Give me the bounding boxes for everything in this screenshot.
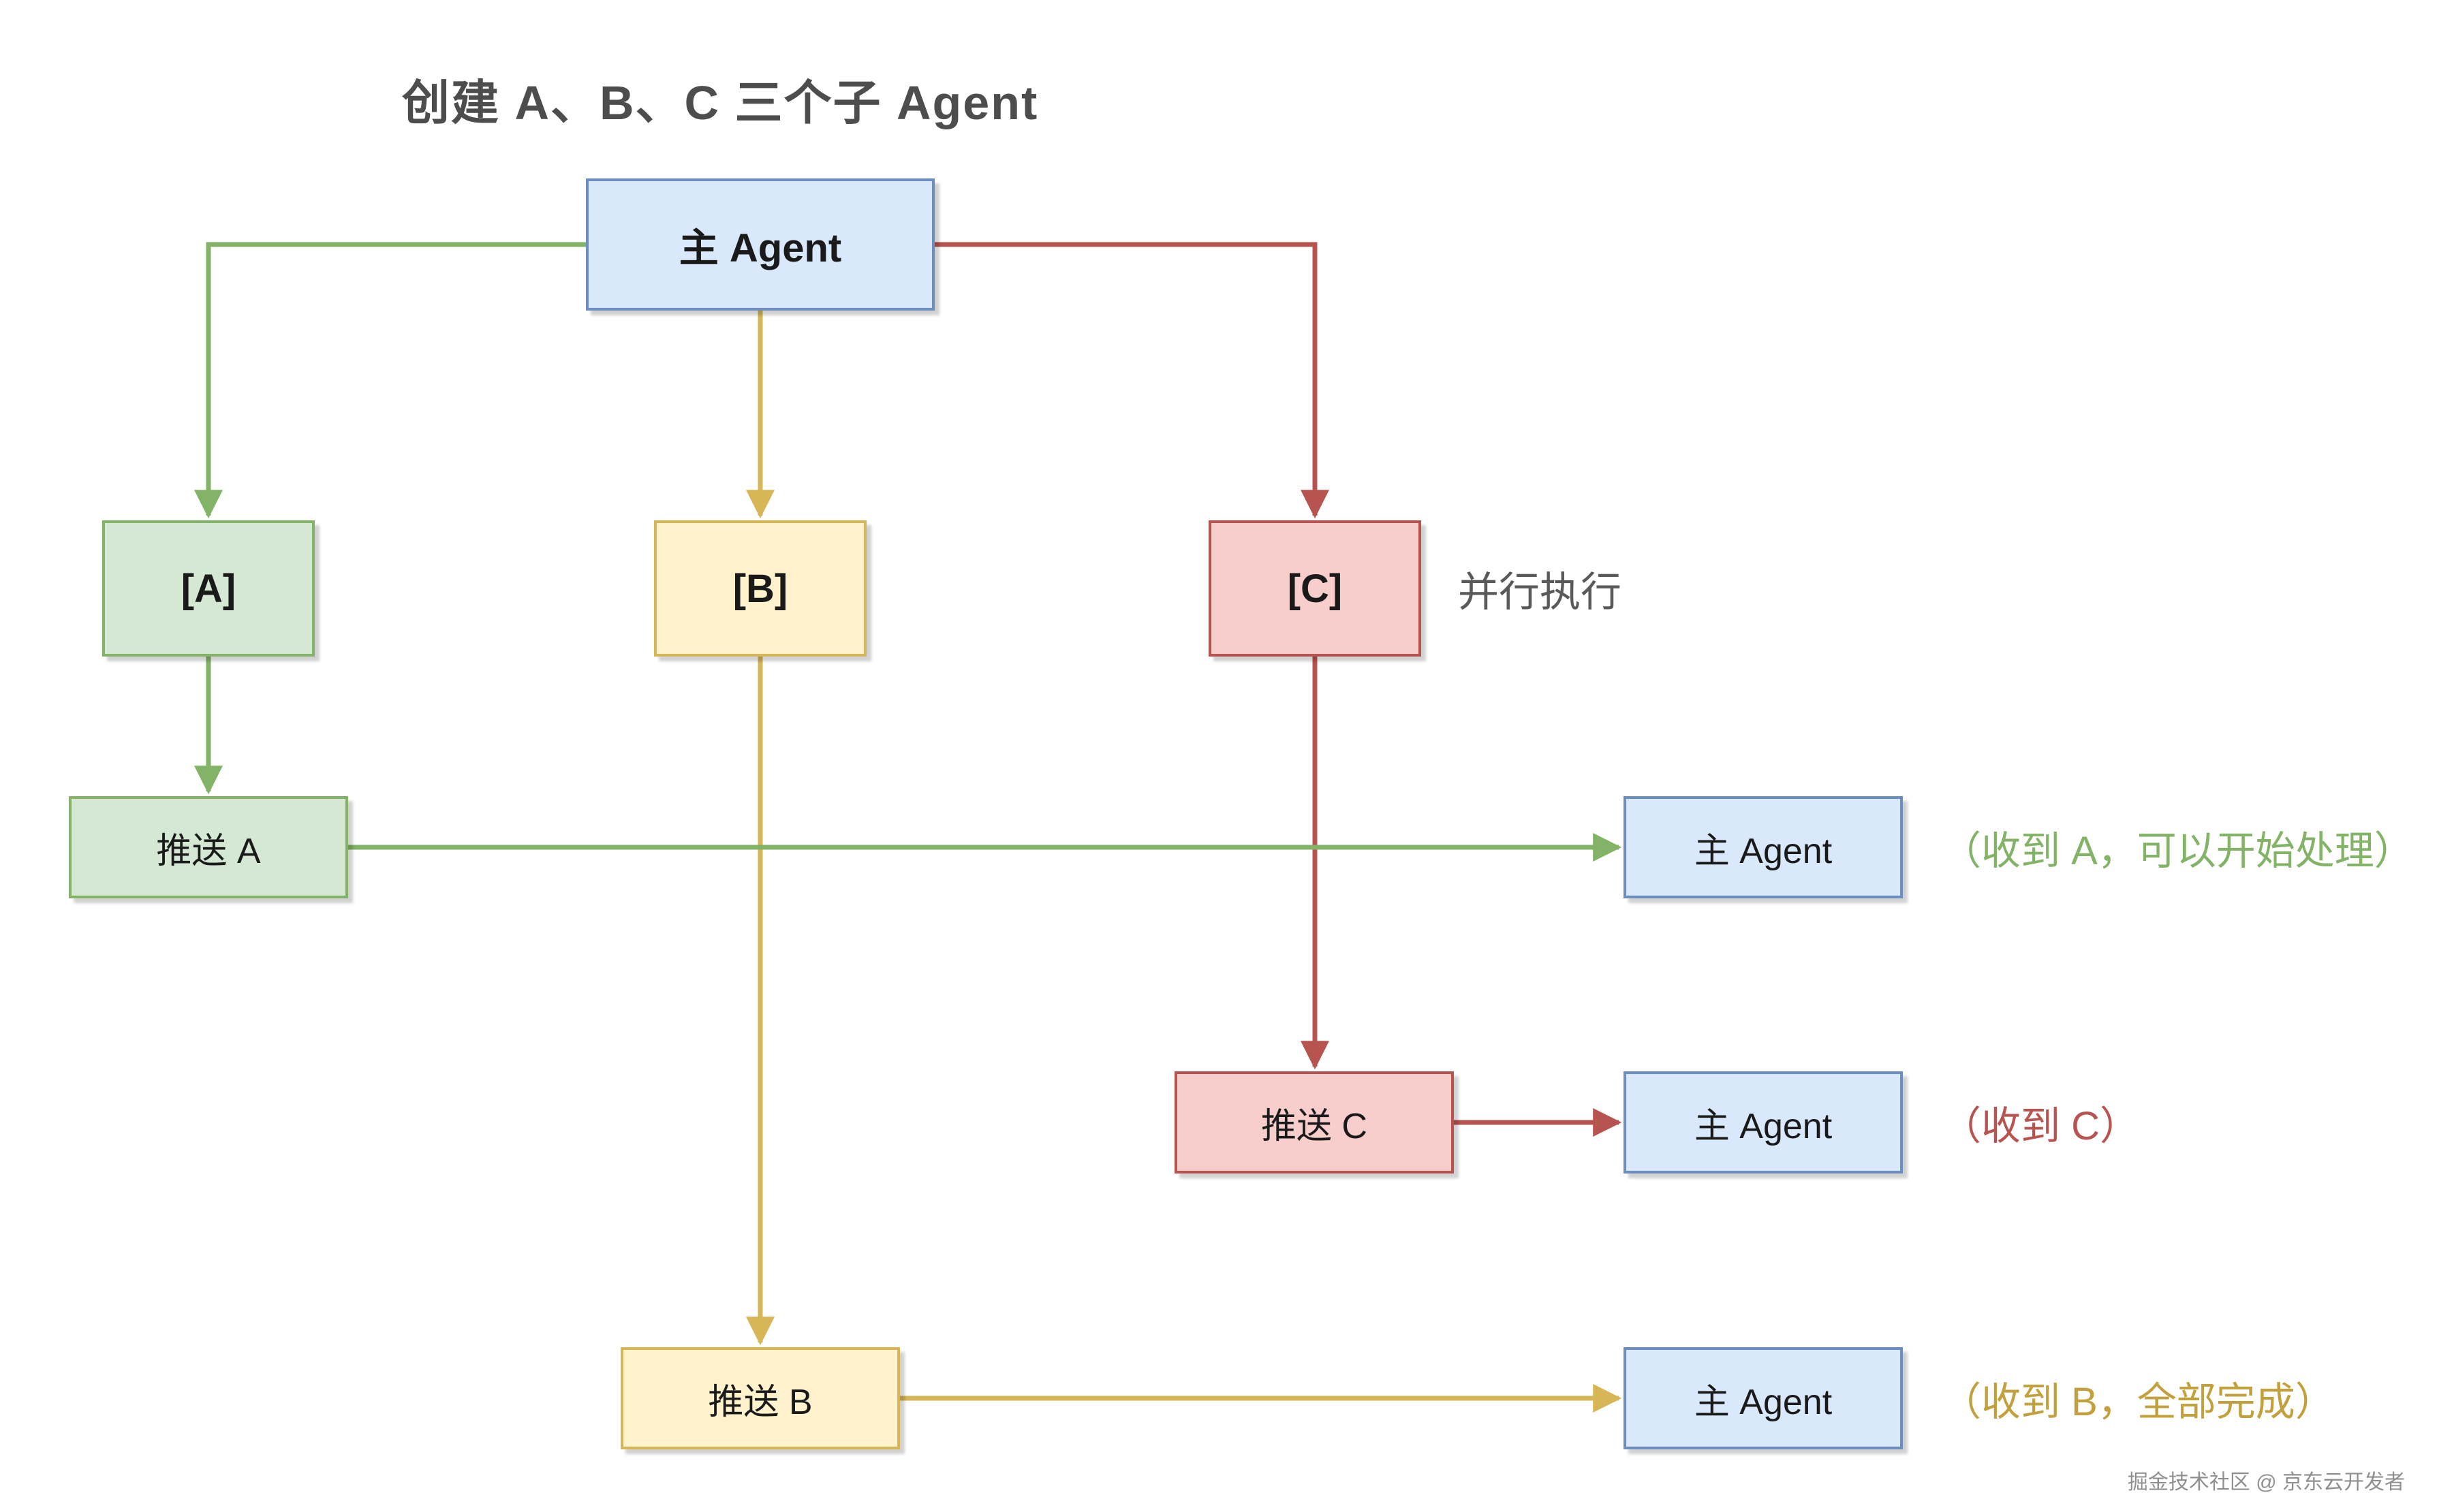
node-main-agent-label: 主 Agent: [679, 226, 842, 270]
arrow-main-to-a: [194, 242, 586, 519]
annotation-recv-b: （收到 B，全部完成）: [1942, 1380, 2335, 1424]
node-main-agent-recv-c-label: 主 Agent: [1694, 1106, 1833, 1146]
node-push-c: 推送 C: [1175, 1071, 1454, 1174]
parallel-execution-label: 并行执行: [1458, 569, 1621, 615]
node-sub-agent-a: [A]: [102, 520, 315, 657]
node-sub-agent-a-label: [A]: [181, 566, 236, 611]
node-main-agent-recv-b-label: 主 Agent: [1694, 1382, 1833, 1422]
node-push-a: 推送 A: [69, 796, 348, 898]
node-main-agent-recv-a: 主 Agent: [1624, 796, 1903, 898]
node-sub-agent-c: [C]: [1209, 520, 1421, 657]
node-sub-agent-c-label: [C]: [1287, 566, 1343, 611]
annotation-recv-a: （收到 A，可以开始处理）: [1942, 829, 2414, 873]
node-main-agent-recv-b: 主 Agent: [1624, 1347, 1903, 1449]
node-main-agent-recv-a-label: 主 Agent: [1694, 831, 1833, 871]
node-push-a-label: 推送 A: [156, 831, 261, 871]
node-push-c-label: 推送 C: [1260, 1106, 1367, 1146]
node-push-b-label: 推送 B: [708, 1382, 813, 1422]
node-main-agent: 主 Agent: [586, 178, 935, 311]
annotation-recv-c: （收到 C）: [1942, 1104, 2140, 1148]
diagram-title: 创建 A、B、C 三个子 Agent: [402, 76, 1039, 129]
node-sub-agent-b: [B]: [654, 520, 867, 657]
watermark: 掘金技术社区 @ 京东云开发者: [2127, 1471, 2405, 1494]
node-sub-agent-b-label: [B]: [732, 566, 788, 611]
node-main-agent-recv-c: 主 Agent: [1624, 1071, 1903, 1174]
node-push-b: 推送 B: [621, 1347, 900, 1449]
arrow-main-to-c: [935, 242, 1329, 519]
